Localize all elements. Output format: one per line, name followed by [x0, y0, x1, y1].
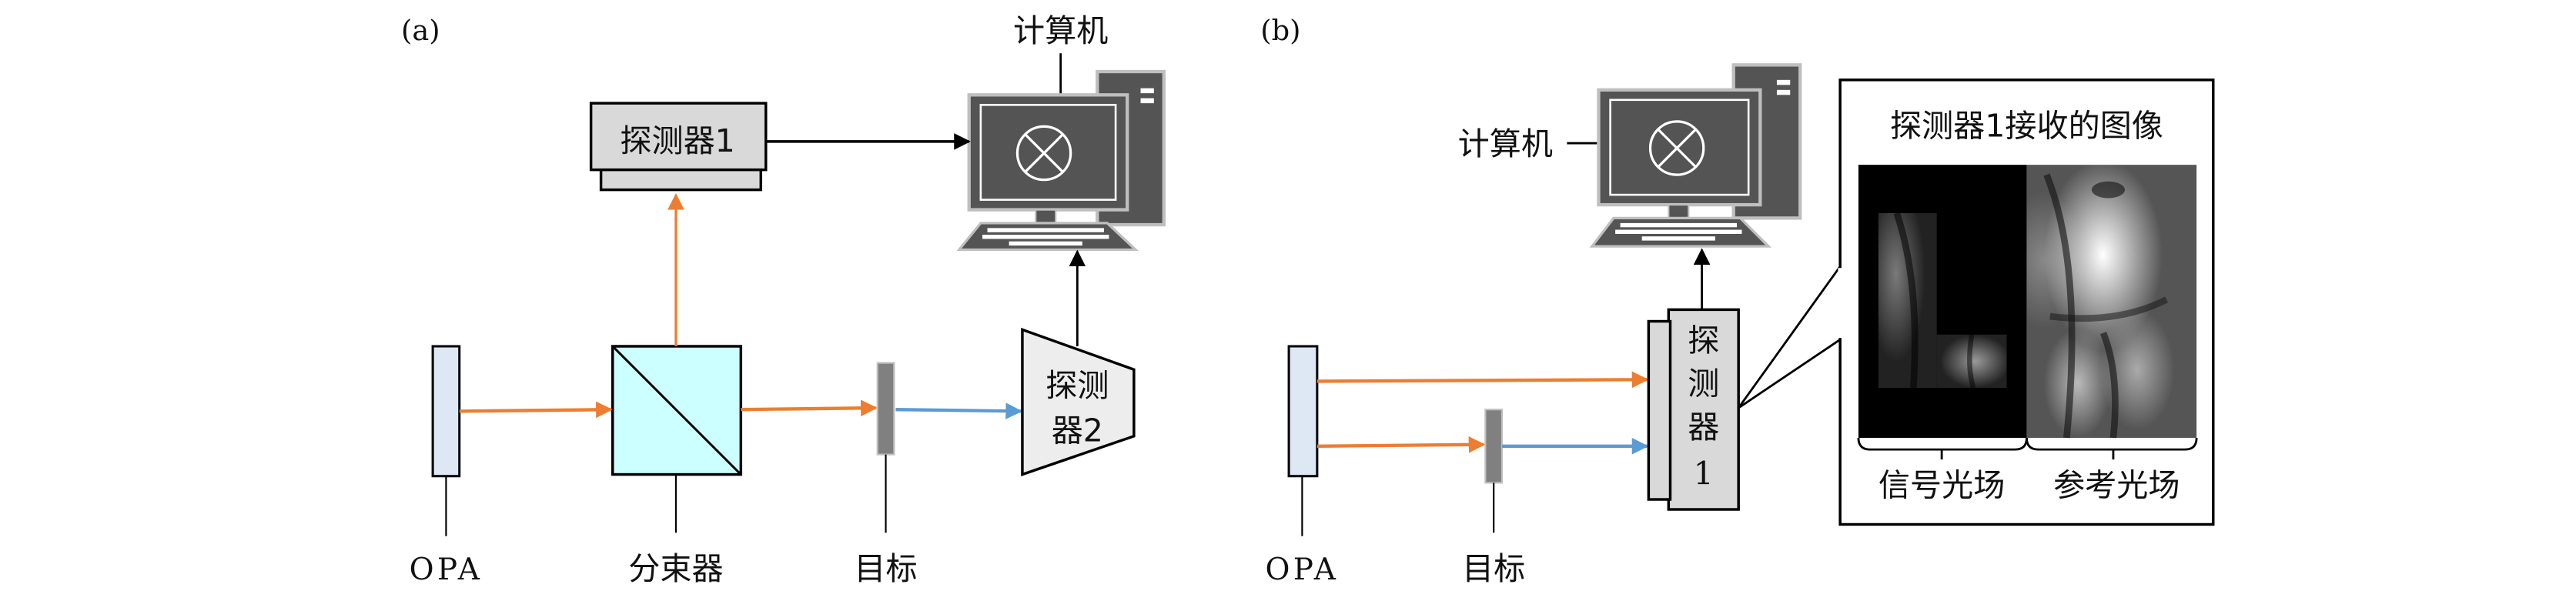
panel-b-label: (b) — [1260, 14, 1300, 47]
detector-2: 探测 器2 — [1021, 327, 1136, 476]
beam-opa-to-detector-reference — [1316, 371, 1649, 389]
target-b — [1484, 409, 1504, 484]
target-a — [876, 362, 895, 456]
detector-1-a-label: 探测器1 — [620, 122, 734, 159]
beam-splitter-to-target — [741, 399, 878, 417]
target-a-label: 目标 — [854, 550, 917, 587]
detector-1-a: 探测器1 — [589, 102, 768, 192]
inset-title: 探测器1接收的图像 — [1890, 107, 2163, 144]
reference-field-image — [2026, 165, 2197, 439]
beam-opa-to-target-b — [1316, 436, 1486, 453]
callout-line-bottom — [1738, 339, 1841, 409]
detector-1-b-char: 器 — [1688, 409, 1719, 446]
detector-2-body — [1021, 327, 1136, 476]
x-circle-icon-stroke — [1658, 129, 1697, 168]
tower-slot — [1776, 89, 1791, 95]
tower-slot — [1776, 79, 1791, 85]
signal-field-image — [1858, 165, 2027, 438]
detector-2-label-line1: 探测 — [1045, 367, 1109, 404]
beamsplitter-label: 分束器 — [628, 550, 723, 587]
opa-b-label: OPA — [1266, 553, 1340, 587]
target-b-label: 目标 — [1462, 550, 1525, 587]
reference-brace — [2026, 437, 2198, 451]
detector-1-b-plate — [1647, 319, 1672, 501]
detector-1-a-plate — [599, 168, 763, 192]
signal-l-vertical — [1878, 212, 1937, 389]
tower-slot — [1140, 88, 1154, 94]
x-circle-icon — [1015, 125, 1072, 182]
keyboard-keys — [982, 228, 1109, 246]
monitor-stand — [1668, 204, 1690, 219]
detector-2-label-line2: 器2 — [1052, 412, 1103, 449]
monitor-stand — [1035, 209, 1057, 224]
detector-1-b-char: 测 — [1688, 366, 1719, 402]
beamsplitter-diagonal — [611, 345, 742, 476]
computer-a: 计算机 — [956, 12, 1166, 252]
detector-1-b-char: 探 — [1688, 322, 1719, 359]
computer-b-label: 计算机 — [1458, 125, 1553, 162]
computer-a-label: 计算机 — [1013, 12, 1108, 49]
detector-1-b-char: 1 — [1694, 456, 1714, 492]
signal-field-label: 信号光场 — [1878, 467, 2005, 504]
panel-a-label: (a) — [401, 14, 440, 47]
x-circle-icon-stroke — [1025, 134, 1064, 172]
detector-1-a-body — [589, 102, 768, 172]
opa-b — [1287, 345, 1319, 478]
panel-a: (a) 计算机 探测器1 — [401, 12, 1166, 587]
inset-detector1-image: 探测器1接收的图像 — [1838, 78, 2215, 526]
monitor-screen — [979, 103, 1117, 201]
tower-slot — [1140, 98, 1154, 104]
callout-line-top — [1738, 265, 1842, 409]
beam-target-to-detector2 — [895, 402, 1022, 419]
computer-b: 计算机 — [1458, 63, 1802, 248]
x-circle-icon — [1648, 120, 1705, 176]
reference-field-label: 参考光场 — [2053, 467, 2180, 504]
opa-a-label: OPA — [410, 553, 483, 587]
beam-opa-to-splitter — [459, 401, 613, 419]
keyboard-keys — [1615, 222, 1742, 241]
panel-b: (b) 计算机 OPA — [1260, 14, 2215, 587]
detector-1-b: 探 测 器 1 — [1647, 308, 1740, 511]
opa-a — [431, 345, 461, 478]
